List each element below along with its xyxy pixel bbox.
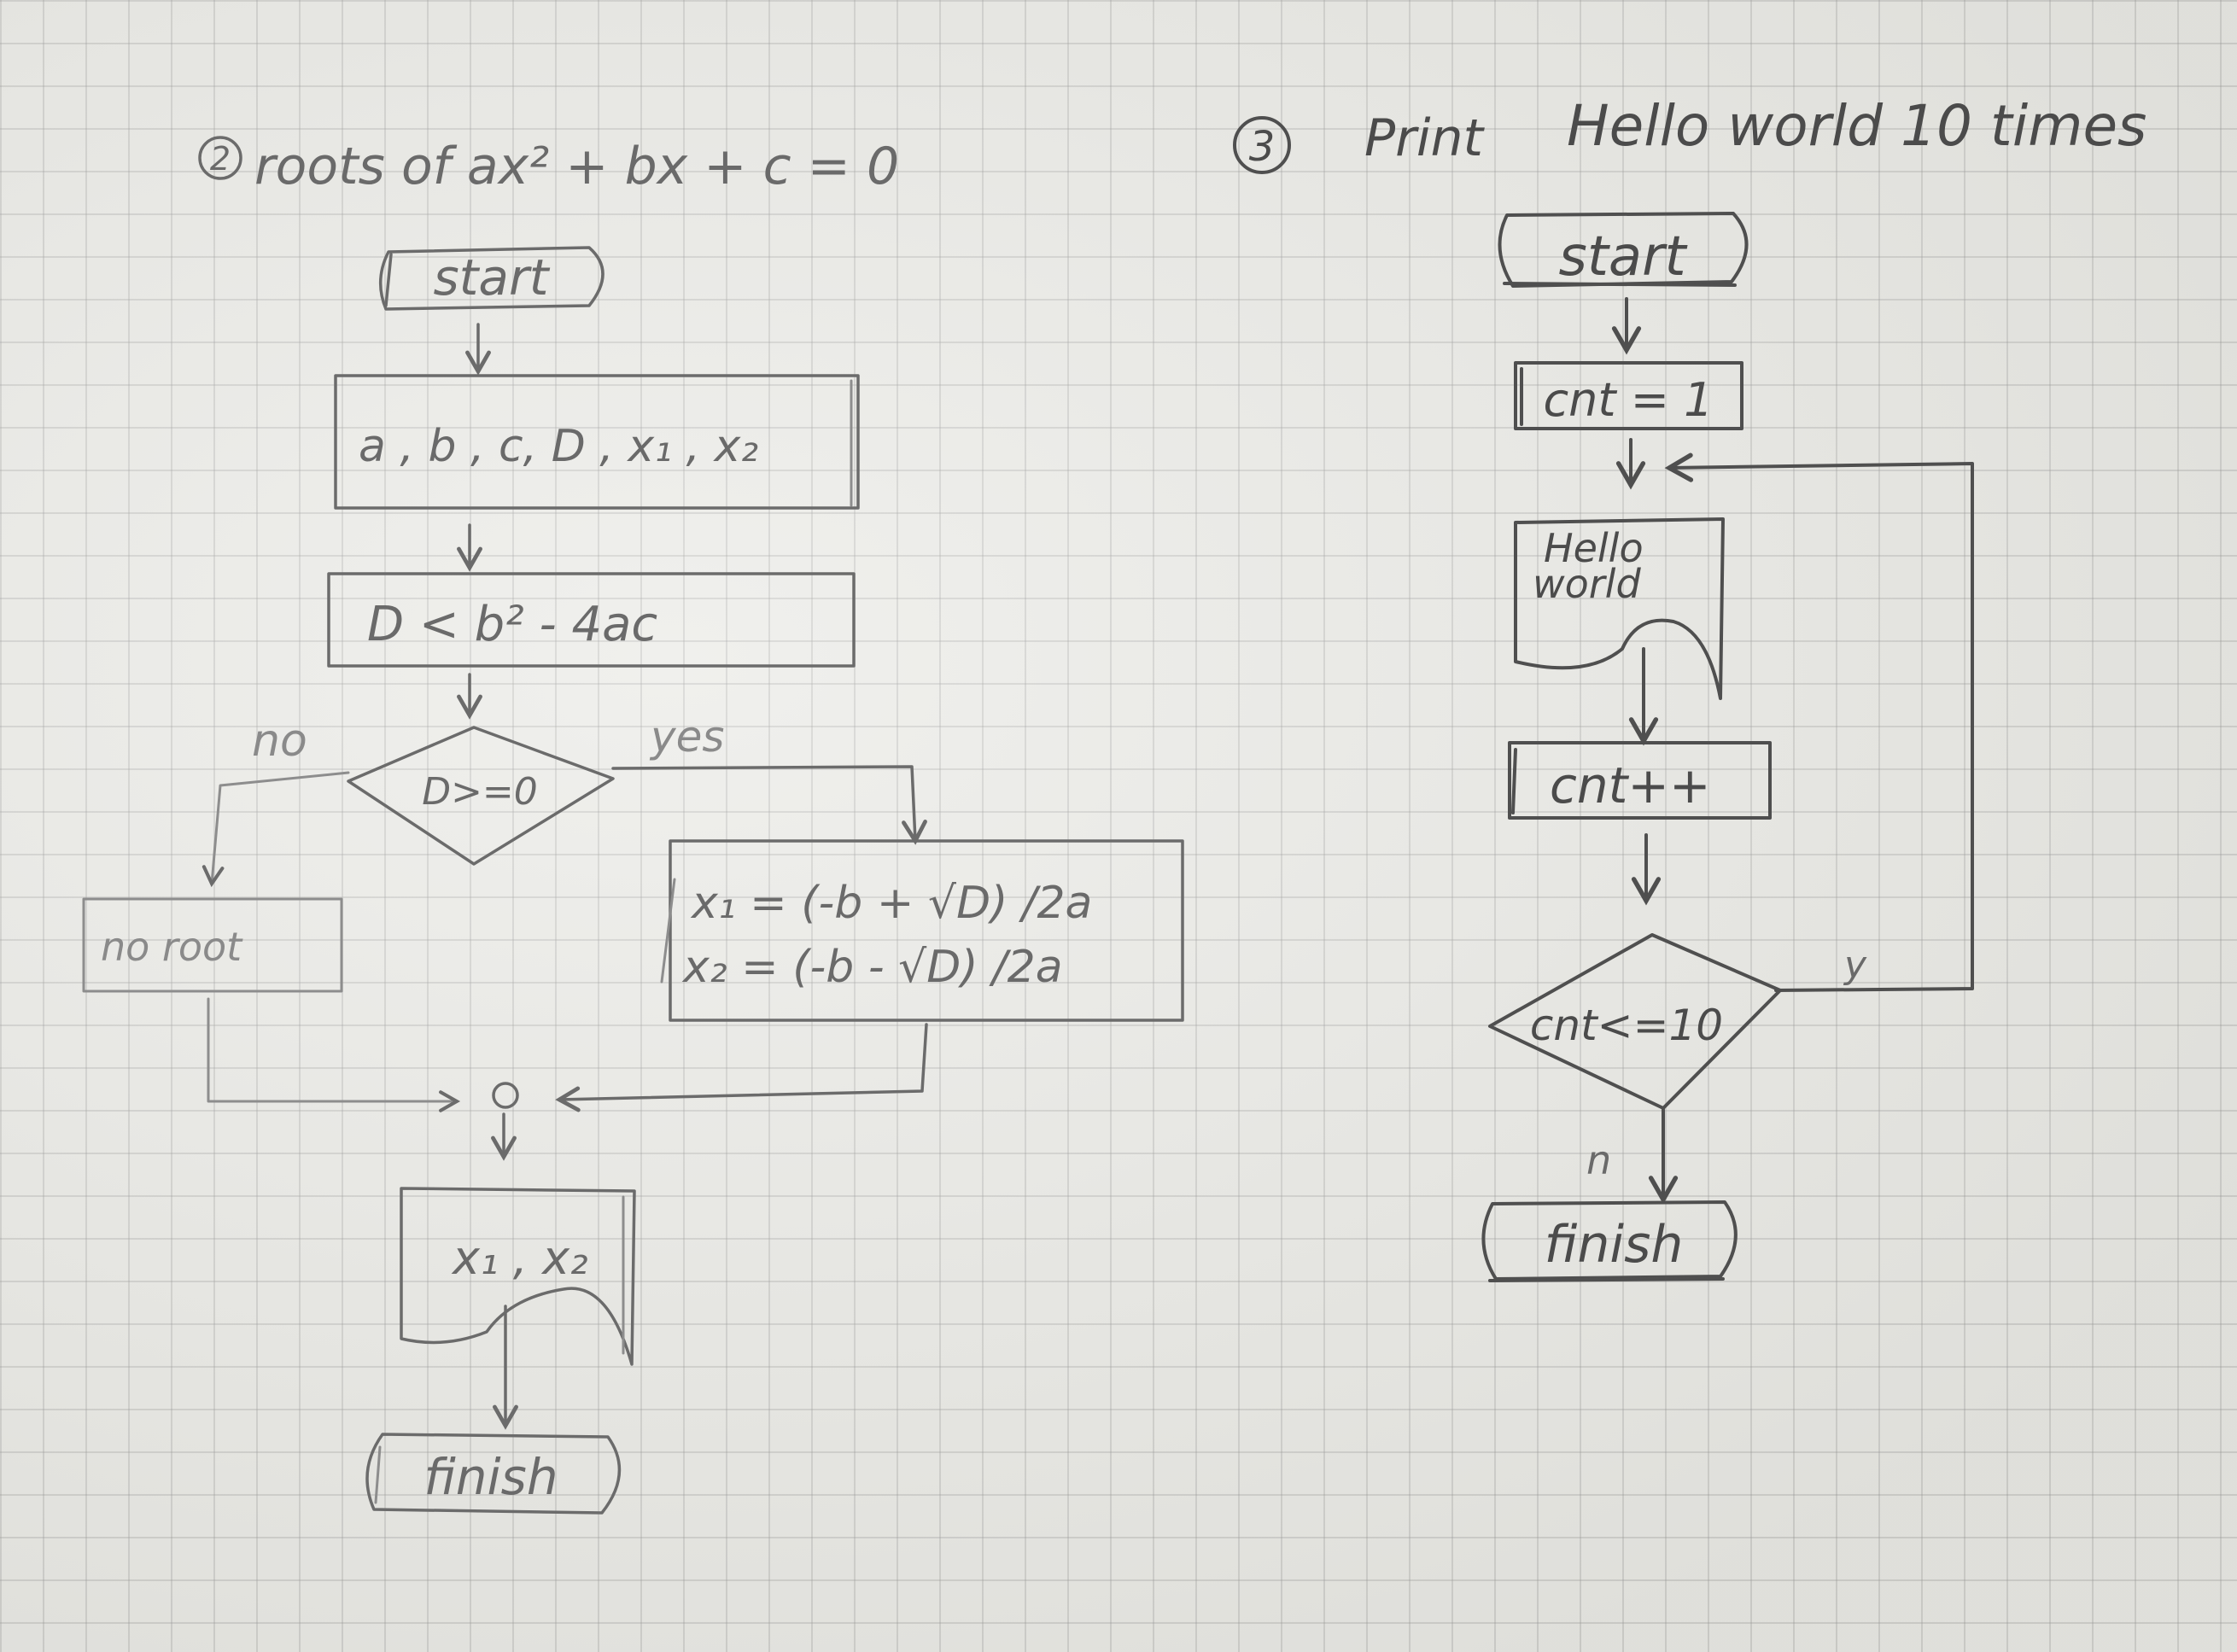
no-root-box: no root	[82, 897, 343, 993]
hello-init-label: cnt = 1	[1543, 373, 1713, 427]
roots-yes-label: yes	[649, 712, 724, 762]
number-3: 3	[1249, 123, 1276, 171]
roots-process-box: D < b² - 4ac	[327, 572, 856, 668]
roots-finish-label: finish	[423, 1448, 558, 1506]
roots-flowchart: 2 roots of ax² + bx + c = 0 start a , b …	[82, 136, 1184, 1515]
x1-formula-label: x₁ = (-b + √D) /2a	[690, 878, 1092, 929]
roots-output-label: x₁ , x₂	[451, 1231, 588, 1285]
arrow-loop-back	[1664, 452, 1974, 992]
hello-y-label: y	[1843, 943, 1867, 987]
arrow-formula-to-merge	[555, 1023, 928, 1112]
hello-output-line2: world	[1533, 561, 1641, 607]
number-circle-3	[1233, 116, 1291, 174]
roots-process-label: D < b² - 4ac	[367, 597, 657, 652]
roots-input-label: a , b , c, D , x₁ , x₂	[359, 421, 758, 472]
roots-decision-label: D>=0	[422, 770, 538, 814]
hello-start-terminal: start	[1498, 212, 1749, 289]
hello-decision: cnt<=10	[1488, 933, 1782, 1110]
arrow-noroot-to-merge	[207, 997, 461, 1112]
roots-title: roots of ax² + bx + c = 0	[254, 137, 899, 196]
merge-connector	[492, 1082, 519, 1109]
hello-title-rest: Hello world 10 times	[1567, 93, 2146, 159]
hello-flowchart: 3 Print Hello world 10 times start cnt =…	[1233, 93, 2146, 1282]
hello-start-label: start	[1558, 225, 1688, 289]
no-root-label: no root	[101, 924, 243, 970]
roots-no-label: no	[252, 715, 307, 767]
roots-output-document: x₁ , x₂	[400, 1187, 636, 1366]
hello-decision-label: cnt<=10	[1530, 1001, 1723, 1050]
hello-title-print: Print	[1364, 108, 1486, 168]
roots-start-terminal: start	[378, 246, 605, 311]
hello-finish-label: finish	[1545, 1215, 1684, 1275]
formula-box: x₁ = (-b + √D) /2a x₂ = (-b - √D) /2a	[660, 839, 1184, 1022]
hello-increment-label: cnt++	[1550, 756, 1711, 814]
hello-init-box: cnt = 1	[1514, 361, 1743, 430]
hello-output-document: Hello world	[1514, 517, 1725, 700]
number-circle-2	[198, 136, 242, 180]
hello-finish-terminal: finish	[1481, 1200, 1738, 1282]
arrow-decision-yes	[611, 765, 927, 845]
roots-heading: 2 roots of ax² + bx + c = 0	[198, 136, 899, 196]
hello-increment-box: cnt++	[1508, 741, 1772, 820]
number-2: 2	[210, 140, 231, 178]
hello-output-line1: Hello	[1544, 525, 1644, 571]
roots-input-box: a , b , c, D , x₁ , x₂	[334, 374, 860, 510]
arrow-decision-no	[202, 771, 350, 888]
hello-n-label: n	[1586, 1137, 1611, 1183]
roots-decision: D>=0	[347, 726, 615, 866]
x2-formula-label: x₂ = (-b - √D) /2a	[681, 942, 1063, 993]
roots-start-label: start	[433, 248, 550, 306]
hello-heading: 3 Print Hello world 10 times	[1233, 93, 2146, 174]
roots-finish-terminal: finish	[365, 1433, 622, 1515]
